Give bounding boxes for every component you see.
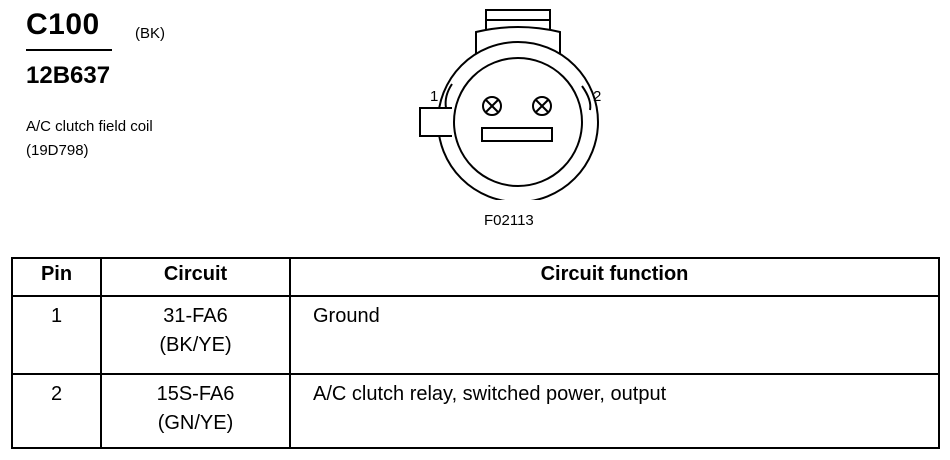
terminal-1 xyxy=(482,96,502,116)
component-code: (19D798) xyxy=(26,142,89,159)
pin-cell: 2 xyxy=(11,373,102,449)
wire-color: (GN/YE) xyxy=(157,412,234,434)
connector-inner-face xyxy=(453,57,583,187)
connector-color-code: (BK) xyxy=(135,25,165,42)
figure-id: F02113 xyxy=(484,212,534,229)
header-pin: Pin xyxy=(11,257,102,297)
part-number: 12B637 xyxy=(26,62,111,89)
circuit-cell: 15S-FA6 (GN/YE) xyxy=(100,373,291,449)
terminal-2 xyxy=(532,96,552,116)
wire-color: (BK/YE) xyxy=(159,334,232,356)
connector-key xyxy=(419,107,452,137)
table-row: 2 15S-FA6 (GN/YE) A/C clutch relay, swit… xyxy=(11,373,940,449)
header-circuit-function: Circuit function xyxy=(289,257,940,297)
polarizing-bar xyxy=(481,127,553,142)
pin-1-label: 1 xyxy=(430,88,438,105)
component-name: A/C clutch field coil xyxy=(26,118,153,135)
circuit-number: 15S-FA6 xyxy=(156,383,235,405)
pinout-table: Pin Circuit Circuit function 1 31-FA6 (B… xyxy=(11,257,940,449)
circuit-cell: 31-FA6 (BK/YE) xyxy=(100,295,291,375)
connector-id: C100 xyxy=(26,8,100,41)
function-cell: A/C clutch relay, switched power, output xyxy=(289,373,940,449)
pin-2-label: 2 xyxy=(593,88,601,105)
table-header-row: Pin Circuit Circuit function xyxy=(11,257,940,297)
function-cell: Ground xyxy=(289,295,940,375)
header-circuit: Circuit xyxy=(100,257,291,297)
table-row: 1 31-FA6 (BK/YE) Ground xyxy=(11,295,940,375)
connector-face-diagram: 1 2 xyxy=(419,9,601,200)
pin-cell: 1 xyxy=(11,295,102,375)
circuit-number: 31-FA6 xyxy=(163,305,228,327)
title-underline xyxy=(26,49,112,51)
